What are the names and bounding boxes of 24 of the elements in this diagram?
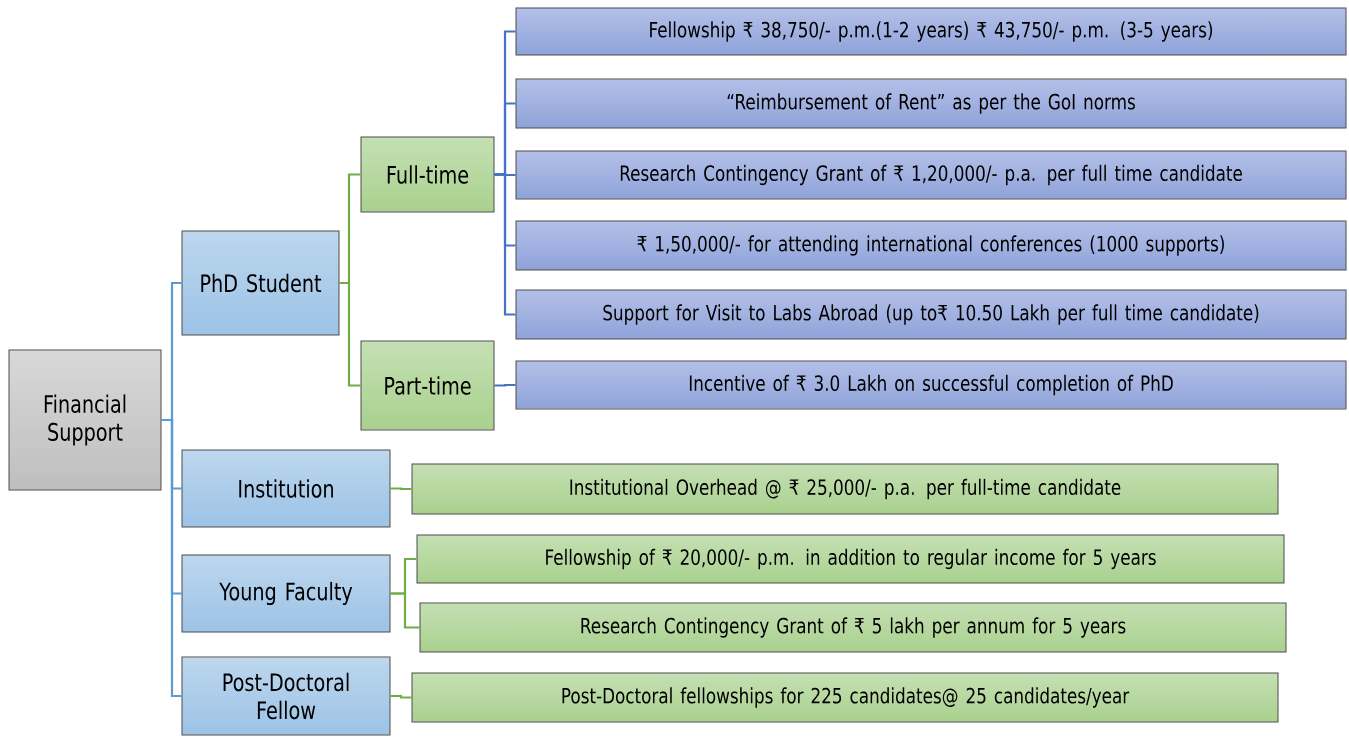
item-box: Research Contingency Grant of ₹ 1,20,000/- p.a. per full time candidate (515, 150, 1347, 200)
connector-line (390, 592, 420, 629)
item-box: Fellowship of ₹ 20,000/- p.m. in addition to regular income for 5 years (416, 534, 1285, 584)
item-box: Fellowship ₹ 38,750/- p.m.(1-2 years) ₹ 43,750/- p.m. (3-5 years) (515, 7, 1347, 56)
connector-line (494, 173, 516, 316)
category-box: Post-Doctoral Fellow (181, 656, 391, 736)
item-box: ₹ 1,50,000/- for attending international conferences (1000 supports) (515, 220, 1347, 271)
category-box: PhD Student (181, 230, 340, 336)
item-box: Research Contingency Grant of ₹ 5 lakh per annum for 5 years (419, 602, 1287, 653)
item-box: Full-time (360, 136, 495, 213)
connector-line (390, 487, 412, 491)
connector-line (390, 694, 412, 699)
category-box: Institution (181, 449, 391, 528)
item-box: Institutional Overhead @ ₹ 25,000/- p.a. per full-time candidate (411, 463, 1279, 515)
connector-line (494, 383, 516, 387)
item-box: “Reimbursement of Rent” as per the GoI norms (515, 78, 1347, 129)
root-box: Financial Support (8, 349, 162, 491)
connector-line (339, 281, 361, 387)
item-box: Incentive of ₹ 3.0 Lakh on successful completion of PhD (515, 360, 1347, 410)
category-box: Young Faculty (181, 554, 391, 633)
item-box: Support for Visit to Labs Abroad (up to₹ 10.50 Lakh per full time candidate) (515, 289, 1347, 340)
connector-line (161, 418, 182, 698)
item-box: Part-time (360, 340, 495, 431)
item-box: Post-Doctoral fellowships for 225 candidates@ 25 candidates/year (411, 672, 1279, 723)
